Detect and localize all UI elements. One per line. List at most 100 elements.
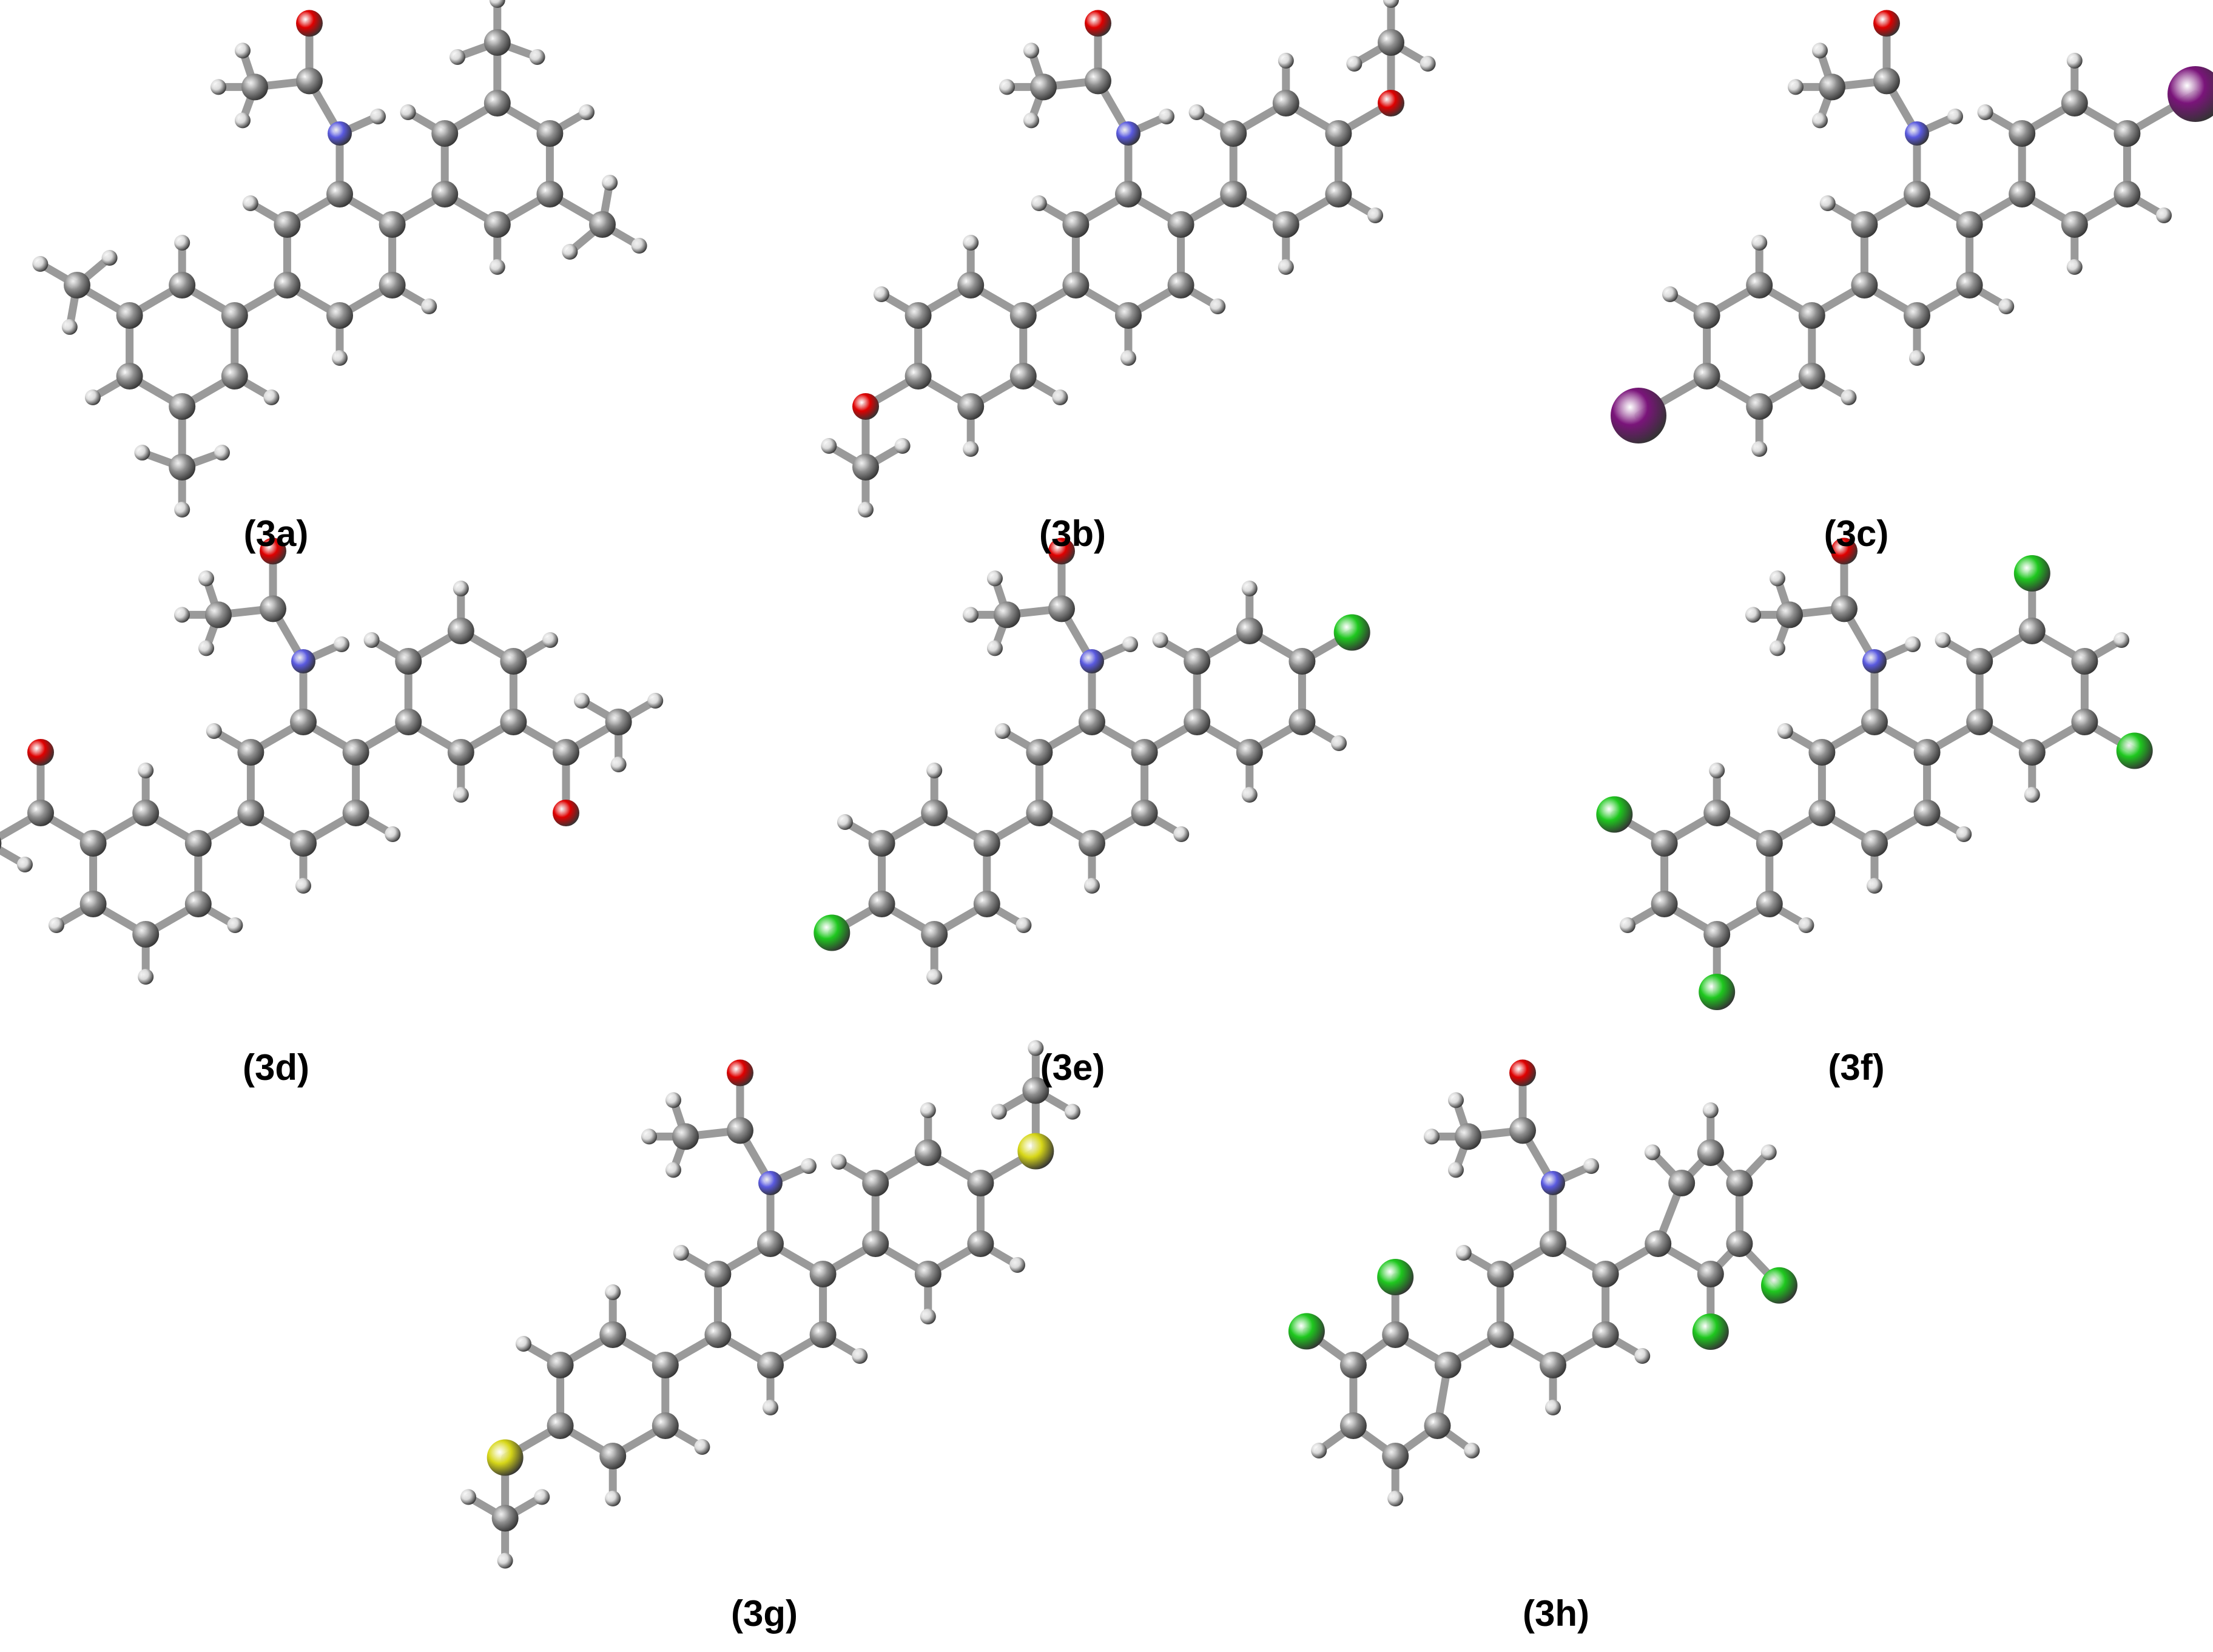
- carbon-atom: [967, 1170, 994, 1196]
- nitrogen-atom: [1541, 1171, 1565, 1195]
- carbon-atom: [547, 1352, 574, 1378]
- carbon-atom: [904, 363, 932, 389]
- nitrogen-atom: [291, 649, 315, 673]
- hydrogen-atom: [1662, 286, 1678, 302]
- carbon-atom: [326, 302, 353, 329]
- hydrogen-atom: [1751, 441, 1768, 457]
- carbon-atom: [1592, 1321, 1619, 1348]
- carbon-atom: [1509, 1117, 1536, 1144]
- hydrogen-atom: [101, 250, 118, 266]
- carbon-atom: [2071, 648, 2098, 675]
- nitrogen-atom: [1116, 121, 1140, 146]
- hydrogen-atom: [1311, 1442, 1327, 1458]
- carbon-atom: [169, 393, 196, 420]
- hydrogen-atom: [198, 570, 214, 587]
- label-3a: (3a): [244, 513, 309, 554]
- carbon-atom: [1668, 1170, 1696, 1196]
- hydrogen-atom: [857, 502, 874, 518]
- carbon-atom: [2061, 90, 2088, 116]
- carbon-atom: [237, 800, 264, 826]
- carbon-atom: [553, 739, 580, 766]
- carbon-atom: [2018, 739, 2046, 766]
- carbon-atom: [1693, 363, 1720, 389]
- carbon-atom: [1819, 73, 1845, 101]
- chlorine-atom: [1288, 1313, 1325, 1350]
- carbon-atom: [1382, 1443, 1409, 1469]
- carbon-atom: [868, 830, 895, 857]
- hydrogen-atom: [198, 640, 214, 656]
- carbon-atom: [1434, 1352, 1461, 1378]
- carbon-atom: [809, 1321, 837, 1348]
- carbon-atom: [483, 211, 511, 238]
- carbon-atom: [116, 302, 143, 329]
- carbon-atom: [1288, 648, 1316, 675]
- hydrogen-atom: [211, 79, 226, 95]
- carbon-atom: [704, 1321, 732, 1348]
- hydrogen-atom: [334, 636, 349, 652]
- nitrogen-atom: [758, 1171, 783, 1195]
- carbon-atom: [1703, 921, 1731, 948]
- carbon-atom: [132, 800, 160, 826]
- carbon-atom: [1966, 709, 1993, 735]
- molecule-3f: [1596, 538, 2153, 1010]
- oxygen-atom: [260, 538, 286, 565]
- carbon-atom: [967, 1230, 994, 1257]
- carbon-atom: [1115, 181, 1142, 207]
- label-3f: (3f): [1828, 1047, 1884, 1088]
- hydrogen-atom: [2066, 259, 2083, 275]
- hydrogen-atom: [542, 632, 559, 648]
- carbon-atom: [395, 709, 422, 735]
- carbon-atom: [599, 1443, 627, 1469]
- hydrogen-atom: [873, 286, 889, 302]
- hydrogen-atom: [138, 763, 154, 778]
- carbon-atom: [1808, 800, 1836, 826]
- carbon-atom: [1540, 1352, 1566, 1378]
- hydrogen-atom: [214, 445, 230, 461]
- carbon-atom: [1026, 800, 1053, 826]
- hydrogen-atom: [605, 1491, 621, 1506]
- oxygen-atom: [296, 10, 323, 37]
- carbon-atom: [1022, 1077, 1049, 1104]
- carbon-atom: [1651, 891, 1678, 917]
- carbon-atom: [973, 830, 1000, 857]
- hydrogen-atom: [1278, 259, 1294, 275]
- carbon-atom: [757, 1352, 784, 1378]
- carbon-atom: [79, 830, 107, 857]
- hydrogen-atom: [1935, 632, 1951, 648]
- oxygen-atom: [27, 739, 54, 766]
- hydrogen-atom: [174, 607, 190, 623]
- carbon-atom: [1756, 830, 1783, 857]
- hydrogen-atom: [138, 969, 154, 985]
- hydrogen-atom: [602, 175, 618, 191]
- hydrogen-atom: [1367, 207, 1384, 223]
- hydrogen-atom: [1016, 917, 1032, 933]
- molecule-3b: [821, 0, 1436, 518]
- hydrogen-atom: [1702, 1102, 1719, 1118]
- hydrogen-atom: [894, 438, 911, 454]
- hydrogen-atom: [1346, 56, 1362, 72]
- iodine-atom: [2168, 66, 2213, 122]
- carbon-atom: [1325, 120, 1352, 147]
- hydrogen-atom: [694, 1439, 710, 1455]
- hydrogen-atom: [363, 632, 380, 648]
- hydrogen-atom: [999, 79, 1015, 95]
- carbon-atom: [862, 1230, 889, 1257]
- hydrogen-atom: [529, 49, 545, 65]
- hydrogen-atom: [1956, 826, 1972, 842]
- hydrogen-atom: [994, 723, 1011, 739]
- hydrogen-atom: [1455, 1245, 1472, 1261]
- carbon-atom: [2071, 709, 2098, 735]
- hydrogen-atom: [1583, 1158, 1599, 1174]
- chlorine-atom: [1699, 974, 1736, 1010]
- carbon-atom: [169, 272, 196, 298]
- carbon-atom: [2061, 211, 2088, 238]
- carbon-atom: [116, 363, 143, 389]
- carbon-atom: [431, 120, 459, 147]
- carbon-atom: [1913, 739, 1941, 766]
- hydrogen-atom: [206, 723, 222, 739]
- carbon-atom: [132, 921, 160, 948]
- label-3h: (3h): [1523, 1593, 1589, 1634]
- hydrogen-atom: [610, 757, 627, 772]
- carbon-atom: [727, 1117, 753, 1144]
- hydrogen-atom: [821, 438, 837, 454]
